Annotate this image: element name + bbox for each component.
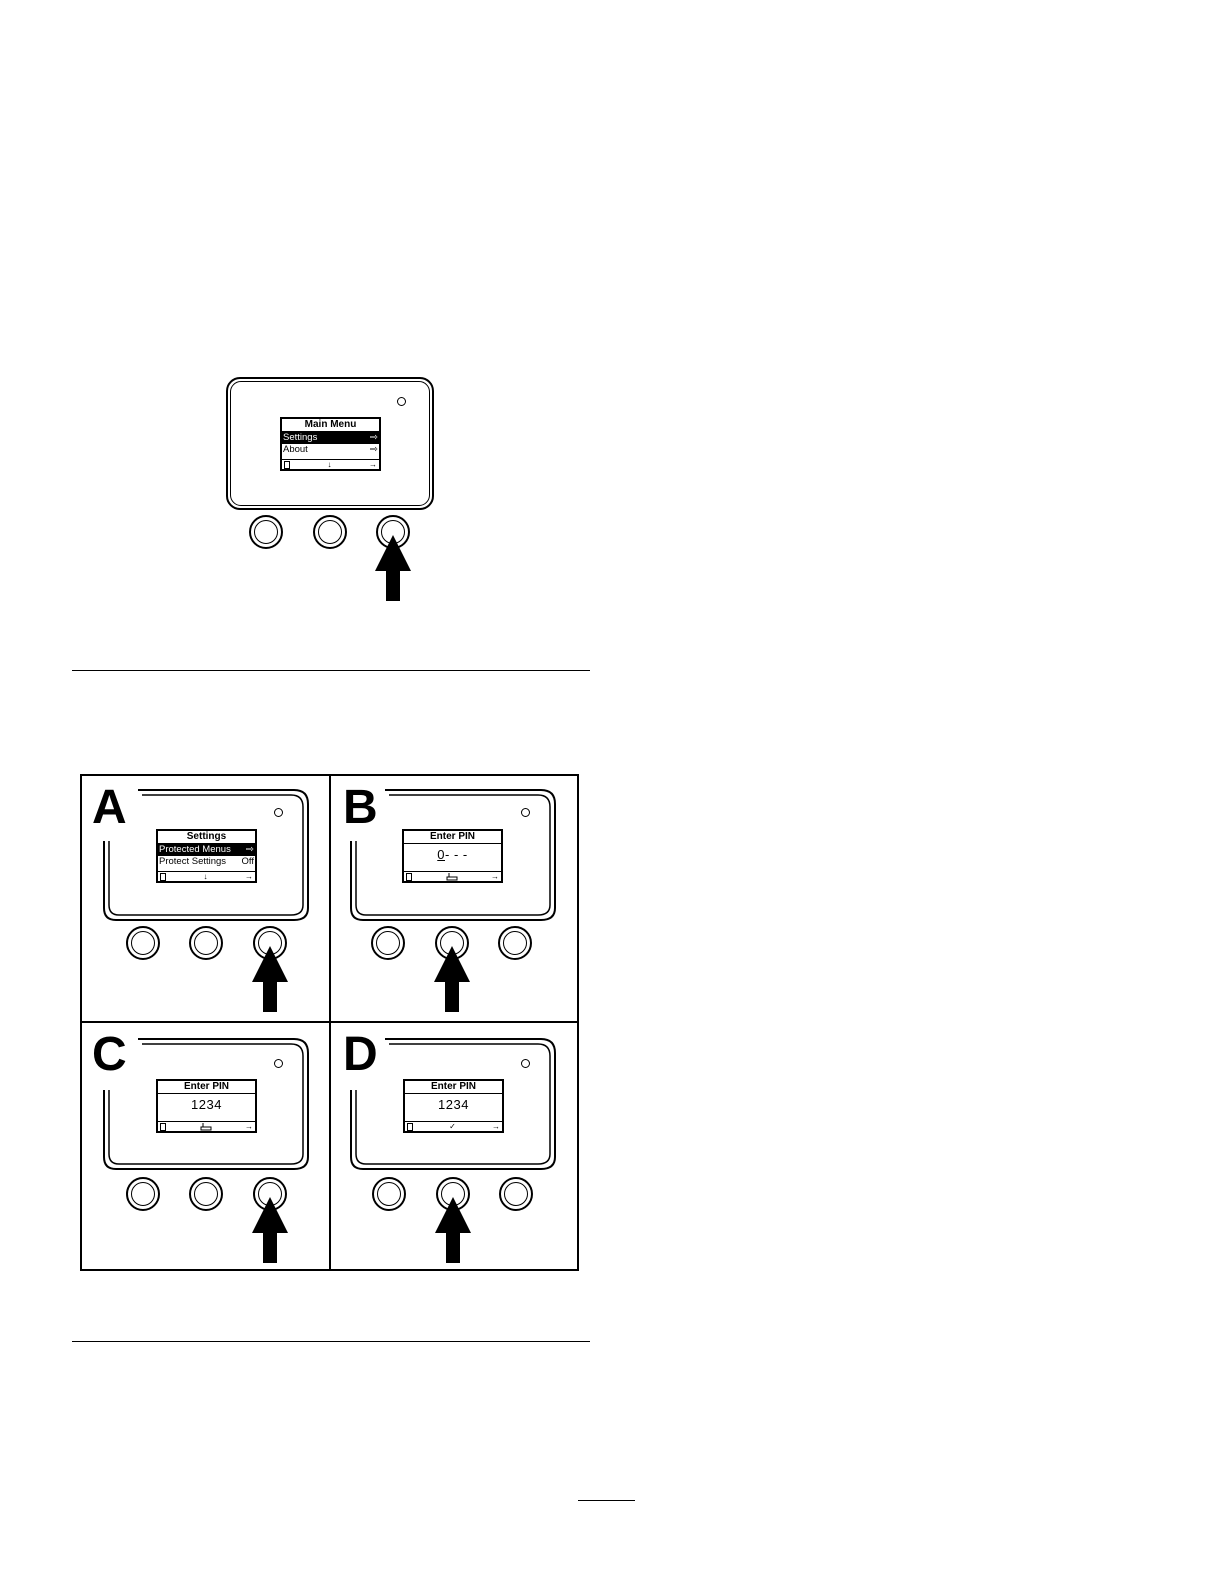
top-figure-device: Main Menu Settings ⇨ About ⇨ ↓ →	[226, 377, 436, 607]
screen-title: Enter PIN	[158, 1081, 255, 1094]
softkey-button-3[interactable]	[499, 1177, 533, 1211]
door-icon	[284, 461, 290, 469]
softkey-bar: ↓ →	[282, 459, 379, 469]
menu-row-value: Off	[242, 856, 255, 868]
status-led-icon	[274, 1059, 283, 1068]
lcd-screen: Settings Protected Menus ⇨ Protect Setti…	[156, 829, 257, 883]
panel-c: C Enter PIN 1234 →	[82, 1023, 328, 1269]
softkey-button-3[interactable]	[498, 926, 532, 960]
status-led-icon	[521, 808, 530, 817]
right-arrow-icon: →	[492, 1122, 500, 1132]
section-divider	[72, 670, 590, 671]
softkey-button-1[interactable]	[126, 926, 160, 960]
pin-digits-remaining: - - -	[445, 847, 468, 862]
screen-title: Main Menu	[282, 419, 379, 432]
softkey-bar: ✓ →	[405, 1121, 502, 1131]
footer-rule	[578, 1500, 635, 1501]
status-led-icon	[397, 397, 406, 406]
door-icon	[407, 1123, 413, 1131]
softkey-bar: ↓ →	[158, 871, 255, 881]
pin-entry-field: 1234	[405, 1094, 502, 1116]
status-led-icon	[274, 808, 283, 817]
menu-row-label: Protected Menus	[159, 844, 231, 856]
softkey-button-1[interactable]	[371, 926, 405, 960]
softkey-button-2[interactable]	[313, 515, 347, 549]
door-icon	[160, 1123, 166, 1131]
door-icon	[160, 873, 166, 881]
press-arrow-icon	[250, 1197, 290, 1263]
menu-row-arrow-icon: ⇨	[370, 444, 378, 456]
right-arrow-icon: →	[491, 872, 499, 882]
screen-title: Enter PIN	[404, 831, 501, 844]
pin-digit-current: 0	[437, 847, 445, 862]
press-arrow-icon	[432, 946, 472, 1012]
screen-title: Enter PIN	[405, 1081, 502, 1094]
lcd-screen: Enter PIN 1234 →	[156, 1079, 257, 1133]
press-arrow-icon	[373, 535, 413, 601]
menu-row-label: Protect Settings	[159, 856, 226, 868]
softkey-button-1[interactable]	[249, 515, 283, 549]
menu-row-arrow-icon: ⇨	[246, 844, 254, 856]
section-divider	[72, 1341, 590, 1342]
menu-row-about: About ⇨	[282, 444, 379, 456]
softkey-button-2[interactable]	[189, 926, 223, 960]
menu-row-label: About	[283, 444, 308, 456]
press-arrow-icon	[433, 1197, 473, 1263]
softkey-button-2[interactable]	[189, 1177, 223, 1211]
softkey-button-1[interactable]	[126, 1177, 160, 1211]
softkey-button-1[interactable]	[372, 1177, 406, 1211]
checkmark-icon: ✓	[449, 1122, 456, 1132]
door-icon	[406, 873, 412, 881]
softkey-bar: →	[404, 871, 501, 881]
panel-d: D Enter PIN 1234 ✓ →	[331, 1023, 577, 1269]
panel-b: B Enter PIN 0- - - →	[331, 776, 577, 1020]
pin-entry-field: 1234	[158, 1094, 255, 1116]
down-arrow-icon: ↓	[328, 460, 332, 470]
status-led-icon	[521, 1059, 530, 1068]
down-arrow-icon: ↓	[204, 872, 208, 882]
right-arrow-icon: →	[245, 872, 253, 882]
menu-row-settings: Settings ⇨	[282, 432, 379, 444]
lcd-screen: Enter PIN 1234 ✓ →	[403, 1079, 504, 1133]
menu-row-label: Settings	[283, 432, 317, 444]
lcd-screen: Main Menu Settings ⇨ About ⇨ ↓ →	[280, 417, 381, 471]
increment-icon	[200, 1123, 212, 1131]
screen-title: Settings	[158, 831, 255, 844]
menu-row-protect-settings: Protect Settings Off	[158, 856, 255, 868]
press-arrow-icon	[250, 946, 290, 1012]
panel-a: A Settings Protected Menus ⇨ Protect Set…	[82, 776, 328, 1020]
pin-entry-field: 0- - -	[404, 844, 501, 866]
right-arrow-icon: →	[369, 460, 377, 470]
lcd-screen: Enter PIN 0- - - →	[402, 829, 503, 883]
menu-row-arrow-icon: ⇨	[370, 432, 378, 444]
menu-row-protected-menus: Protected Menus ⇨	[158, 844, 255, 856]
softkey-bar: →	[158, 1121, 255, 1131]
right-arrow-icon: →	[245, 1122, 253, 1132]
increment-icon	[446, 873, 458, 881]
